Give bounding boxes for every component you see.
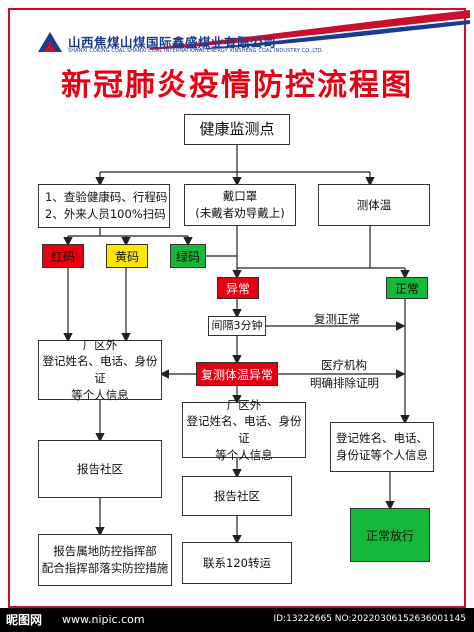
company-name: 山西焦煤山煤国际鑫盛煤业有限公司 xyxy=(68,35,277,50)
red-code-label: 红码 xyxy=(50,249,75,264)
report-community-mid-label: 报告社区 xyxy=(214,488,260,503)
normal-label: 正常 xyxy=(394,281,419,296)
header-swoosh xyxy=(150,10,470,50)
green-code-badge: 绿码 xyxy=(170,244,206,268)
report-hq-line-1: 报告属地防控指挥部 xyxy=(53,544,157,559)
left-info-line-3: 等个人信息 xyxy=(71,387,129,402)
pass-badge: 正常放行 xyxy=(350,508,430,562)
mid-info-line-2: 登记姓名、电话、身份证 xyxy=(186,414,302,445)
recheck-abnormal-label: 复测体温异常 xyxy=(200,367,273,382)
mask-line-2: (未戴者劝导戴上) xyxy=(195,206,285,220)
footer-bar xyxy=(0,608,474,632)
measure-temp-box: 测体温 xyxy=(318,184,430,226)
check-codes-line: 1、查验健康码、行程码 xyxy=(45,190,168,205)
green-code-label: 绿码 xyxy=(175,249,200,264)
medical-line-1: 医疗机构 xyxy=(321,358,367,372)
outsider-scan-line: 2、外来人员100%扫码 xyxy=(45,207,166,221)
mid-info-line-3: 等个人信息 xyxy=(215,447,273,462)
company-name-english: SHANXI COKING COAL SHANXI COAL INTERNATI… xyxy=(68,48,324,54)
call-120-label: 联系120转运 xyxy=(203,555,271,570)
company-logo-icon xyxy=(38,32,62,52)
report-hq-line-2: 配合指挥部落实防控措施 xyxy=(41,561,169,575)
measure-temp-label: 测体温 xyxy=(356,197,392,212)
red-code-badge: 红码 xyxy=(42,244,84,268)
footer-url: www.nipic.com xyxy=(62,613,145,626)
normal-badge: 正常 xyxy=(386,277,428,299)
right-info-line-1: 登记姓名、电话、 xyxy=(336,431,428,446)
recheck-abnormal-badge: 复测体温异常 xyxy=(196,362,278,386)
report-hq-box: 报告属地防控指挥部 配合指挥部落实防控措施 xyxy=(38,534,172,586)
footer-brand: 昵图网 xyxy=(6,613,43,627)
report-community-mid-box: 报告社区 xyxy=(182,476,292,516)
health-monitor-box: 健康监测点 xyxy=(184,114,290,145)
left-info-box: 厂区外 登记姓名、电话、身份证 等个人信息 xyxy=(38,337,162,402)
medical-line-2: 明确排除证明 xyxy=(310,376,379,390)
mid-info-line-1: 厂区外 xyxy=(226,397,262,412)
yellow-code-badge: 黄码 xyxy=(106,244,148,268)
mask-line-1: 戴口罩 xyxy=(222,189,258,204)
abnormal-badge: 异常 xyxy=(217,277,259,299)
page-title: 新冠肺炎疫情防控流程图 xyxy=(61,68,413,103)
call-120-box: 联系120转运 xyxy=(182,542,292,584)
left-info-line-2: 登记姓名、电话、身份证 xyxy=(42,354,158,385)
interval-label: 间隔3分钟 xyxy=(211,319,263,333)
mask-box: 戴口罩 (未戴者劝导戴上) xyxy=(184,184,296,226)
report-community-left-box: 报告社区 xyxy=(38,440,162,498)
pass-label: 正常放行 xyxy=(365,528,414,543)
footer-image-id: ID:13222665 NO:20220306152636001145 xyxy=(273,614,467,624)
abnormal-label: 异常 xyxy=(225,281,250,296)
yellow-code-label: 黄码 xyxy=(114,249,139,264)
right-info-box: 登记姓名、电话、 身份证等个人信息 xyxy=(330,422,434,472)
recheck-normal-label: 复测正常 xyxy=(314,312,360,326)
mid-info-box: 厂区外 登记姓名、电话、身份证 等个人信息 xyxy=(182,398,306,462)
health-monitor-label: 健康监测点 xyxy=(199,119,275,138)
interval-box: 间隔3分钟 xyxy=(208,316,266,336)
report-community-left-label: 报告社区 xyxy=(77,461,123,476)
check-codes-box: 1、查验健康码、行程码 2、外来人员100%扫码 xyxy=(38,184,170,228)
right-info-line-2: 身份证等个人信息 xyxy=(336,448,428,462)
left-info-line-1: 厂区外 xyxy=(82,337,118,352)
